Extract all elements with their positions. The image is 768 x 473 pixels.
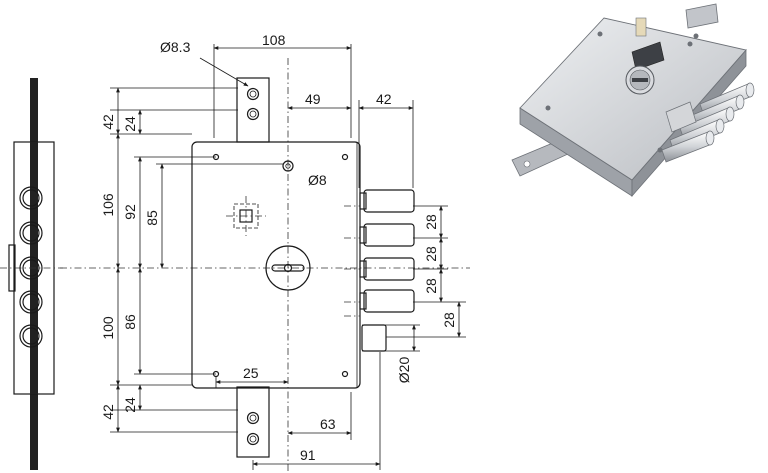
- side-bolt-holes: [19, 186, 43, 348]
- cylinder-hole: [265, 245, 311, 291]
- side-view: [0, 78, 63, 470]
- dim-85: 85: [144, 210, 160, 226]
- dim-100: 100: [100, 316, 116, 340]
- dim-pitch-3: 28: [423, 278, 439, 294]
- lock-photo-illustration: [511, 3, 755, 198]
- dim-91: 91: [300, 447, 316, 463]
- top-bracket: [236, 77, 270, 143]
- dim-d8: Ø8: [308, 172, 327, 188]
- bolts: [344, 189, 415, 352]
- dim-86: 86: [122, 314, 138, 330]
- dim-63: 63: [320, 416, 336, 432]
- dim-49: 49: [305, 91, 321, 107]
- dimension-lines: [110, 44, 466, 470]
- dim-24-bottom: 24: [122, 397, 138, 413]
- dim-106: 106: [100, 193, 116, 217]
- dim-pitch-1: 28: [423, 214, 439, 230]
- dim-25: 25: [243, 365, 259, 381]
- dim-92: 92: [122, 204, 138, 220]
- dim-42-top: 42: [100, 114, 116, 130]
- bottom-bracket: [236, 386, 270, 458]
- dim-108: 108: [262, 32, 286, 48]
- dim-pitch-4: 28: [441, 312, 457, 328]
- dim-42-top-width: 42: [376, 91, 392, 107]
- dim-pitch-2: 28: [423, 246, 439, 262]
- dim-42-bottom: 42: [100, 404, 116, 420]
- dim-d20: Ø20: [396, 357, 412, 384]
- dim-d8-3: Ø8.3: [160, 39, 191, 55]
- front-view: [60, 58, 470, 473]
- photo-bolts: [661, 82, 755, 163]
- dim-24-top: 24: [122, 116, 138, 132]
- spindle-hole: [282, 160, 294, 172]
- dimension-labels: Ø8.3 108 49 42 Ø8 42 24 106 92 85 100 86…: [100, 32, 457, 463]
- latch-bolt: [361, 324, 387, 352]
